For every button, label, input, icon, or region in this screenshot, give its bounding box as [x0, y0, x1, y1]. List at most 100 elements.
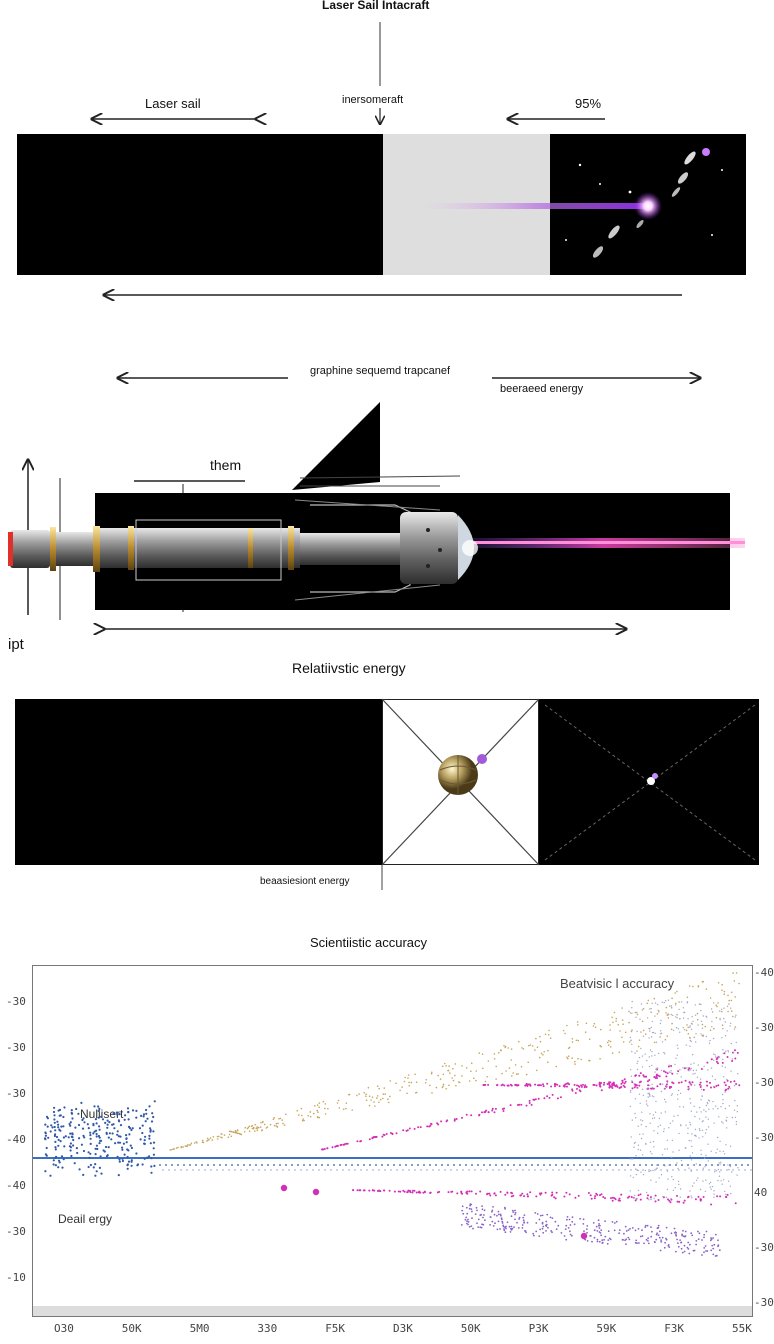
fan-point-magenta — [475, 1192, 477, 1195]
fan-point-gold — [527, 1061, 529, 1064]
baseline-point — [465, 1164, 467, 1166]
fan-point-gold — [536, 1046, 539, 1048]
lower-fan-point — [566, 1216, 569, 1218]
baseline-point — [621, 1164, 623, 1166]
mesh-point — [699, 1129, 701, 1132]
fan-point-magenta — [535, 1195, 538, 1198]
lower-fan-point — [538, 1235, 541, 1237]
mesh-point — [674, 1187, 676, 1189]
fan-point-gold — [630, 1039, 632, 1042]
cluster-point — [56, 1120, 59, 1123]
mesh-point — [660, 1019, 662, 1022]
mesh-point — [718, 1056, 721, 1058]
fan-point-magenta — [566, 1085, 568, 1088]
cluster-point — [68, 1122, 71, 1126]
baseline-point — [609, 1164, 611, 1166]
fan-point-gold — [193, 1142, 196, 1144]
mesh-point — [698, 1118, 701, 1120]
mesh-point — [700, 1084, 702, 1087]
cluster-point — [143, 1142, 146, 1145]
mesh-point — [690, 1040, 692, 1043]
lower-fan-point — [554, 1220, 557, 1223]
mesh-point — [725, 1050, 727, 1052]
fan-point-gold — [666, 1014, 669, 1016]
fan-point-magenta — [733, 1080, 736, 1083]
fan-point-gold — [498, 1052, 500, 1054]
fan-point-magenta — [654, 1194, 657, 1197]
lower-fan-point — [655, 1238, 658, 1241]
cluster-point — [89, 1134, 92, 1137]
cluster-point — [100, 1139, 103, 1142]
mesh-point — [707, 1118, 709, 1120]
cluster-point — [146, 1156, 149, 1159]
fan-point-gold — [384, 1093, 387, 1095]
lower-fan-point — [655, 1233, 658, 1236]
fan-point-gold — [504, 1046, 507, 1049]
cluster-point — [92, 1122, 95, 1126]
fan-point-gold — [676, 990, 678, 993]
mesh-point — [642, 1173, 645, 1176]
cluster-point — [126, 1164, 129, 1167]
fan-point-gold — [640, 1031, 642, 1033]
cluster-point — [145, 1112, 148, 1115]
lower-fan-point — [599, 1232, 602, 1234]
lower-fan-point — [496, 1228, 499, 1231]
cluster-point — [70, 1111, 73, 1114]
mesh-point — [668, 1014, 670, 1016]
mesh-point — [708, 1042, 711, 1044]
lower-fan-point — [657, 1234, 660, 1236]
fan-point-magenta — [542, 1083, 544, 1086]
lower-fan-point — [521, 1224, 524, 1226]
fan-point-gold — [269, 1123, 272, 1126]
fan-point-gold — [577, 1039, 580, 1042]
fan-point-gold — [211, 1139, 214, 1141]
mesh-point — [712, 1037, 715, 1040]
cluster-point — [61, 1166, 64, 1169]
cluster-point — [73, 1162, 76, 1165]
fan-point-magenta — [529, 1191, 532, 1194]
cluster-point — [72, 1138, 75, 1142]
fan-point-gold — [696, 1012, 699, 1015]
cluster-point — [107, 1136, 110, 1139]
mesh-point — [651, 1095, 654, 1097]
fan-point-gold — [190, 1142, 193, 1145]
fan-point-magenta — [620, 1082, 623, 1085]
cluster-point — [54, 1146, 57, 1149]
fan-point-magenta — [491, 1109, 494, 1112]
mesh-point — [676, 1044, 678, 1047]
fan-point-magenta — [717, 1084, 720, 1087]
cluster-point — [119, 1124, 123, 1127]
lower-fan-point — [538, 1218, 541, 1221]
lower-fan-point — [533, 1234, 535, 1237]
mesh-point — [637, 1125, 639, 1127]
mesh-point — [653, 1130, 655, 1132]
legend-right-label: Beatvisic l accuracy — [560, 976, 675, 991]
mesh-point — [679, 1106, 681, 1108]
mesh-point — [688, 1167, 690, 1169]
mesh-point — [636, 1068, 639, 1071]
baseline-point — [591, 1164, 593, 1166]
fan-point-gold — [424, 1082, 427, 1084]
mesh-point — [724, 1021, 726, 1023]
fan-point-gold — [594, 1026, 597, 1029]
fan-point-gold — [317, 1111, 319, 1113]
fan-point-magenta — [706, 1061, 709, 1064]
cluster-point — [57, 1126, 60, 1129]
fan-point-magenta — [548, 1096, 551, 1099]
fan-point-magenta — [577, 1194, 580, 1197]
lower-fan-point — [539, 1228, 541, 1231]
fan-point-magenta — [526, 1085, 529, 1087]
lower-fan-point — [712, 1253, 715, 1256]
mesh-point — [654, 1111, 657, 1113]
fan-point-magenta — [734, 1057, 737, 1060]
baseline-point — [498, 1169, 500, 1171]
mesh-point — [646, 1017, 649, 1019]
lower-fan-point — [601, 1241, 604, 1244]
cluster-point — [105, 1132, 108, 1135]
lower-fan-point — [461, 1205, 464, 1208]
baseline-point — [606, 1169, 608, 1171]
fan-point-magenta — [611, 1199, 614, 1202]
baseline-point — [234, 1169, 236, 1171]
fan-point-magenta — [395, 1132, 398, 1135]
baseline-point — [483, 1164, 485, 1166]
